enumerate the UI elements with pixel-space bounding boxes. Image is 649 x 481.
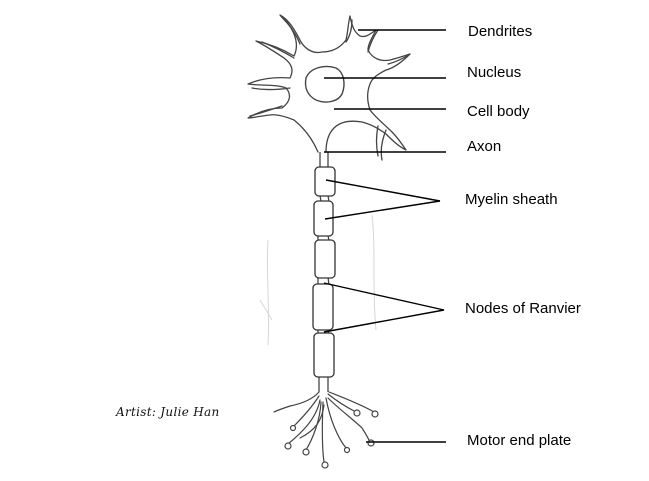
myelin-segment [312,283,334,331]
terminal-bulb [353,409,361,417]
label-myelin-sheath: Myelin sheath [465,191,558,208]
axon-terminals [273,391,375,463]
leader-line-myelin-2 [324,200,441,220]
leader-line-nodes-1 [323,282,445,311]
leader-line-myelin-1 [325,179,441,202]
myelin-segment [313,200,334,237]
terminal-bulb [284,442,292,450]
myelin-segment [313,332,335,378]
terminal-bulb [289,424,297,432]
terminal-bulb [321,461,329,469]
leader-lines [323,29,446,443]
terminal-bulb [367,439,375,447]
soma-and-dendrites [247,14,411,161]
myelin-segment [314,239,336,279]
label-dendrites: Dendrites [468,23,533,40]
label-axon: Axon [467,138,502,155]
terminal-bulb [371,410,379,418]
artist-credit: Artist: Julie Han [116,405,220,419]
label-nodes-of-ranvier: Nodes of Ranvier [465,300,581,317]
faint-background-strokes [259,214,377,346]
leader-line-nodes-2 [323,309,445,333]
label-cell-body: Cell body [467,103,530,120]
terminal-bulb [343,446,351,454]
terminal-bulbs [284,409,379,469]
myelin-segments [312,166,336,378]
label-nucleus: Nucleus [467,64,522,81]
label-motor-end-plate: Motor end plate [467,432,572,449]
terminal-bulb [302,448,310,456]
